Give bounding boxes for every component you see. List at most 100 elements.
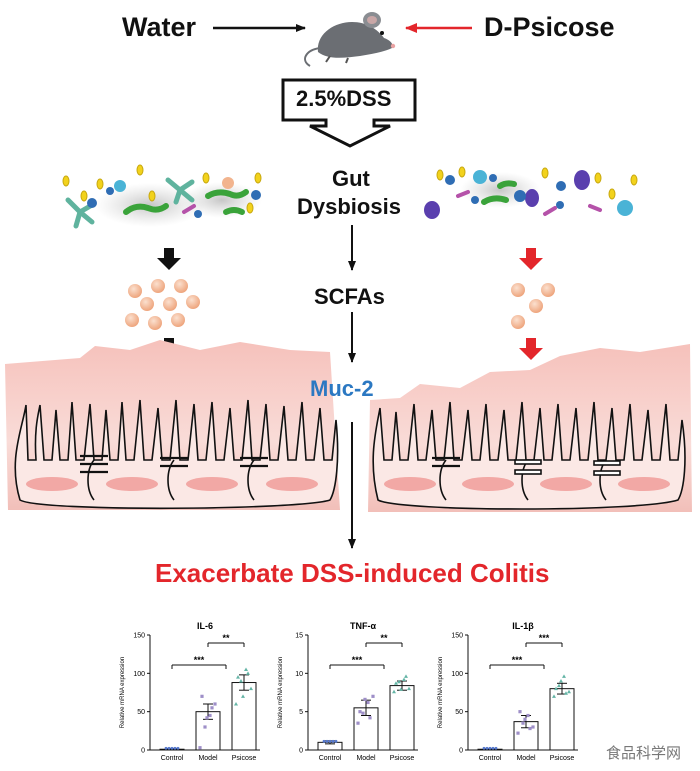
chart-0-psicose-point-4 <box>236 675 240 679</box>
arrow-left-1 <box>157 248 181 270</box>
chart-2-psicose-point-1 <box>557 683 561 688</box>
muc2-label: Muc-2 <box>310 376 374 401</box>
chart-2-psicose-point-4 <box>554 686 558 691</box>
chart-0-model-point-0 <box>198 746 202 750</box>
chart-2-ytick-label-0: 0 <box>459 748 463 755</box>
chart-1-sig-label-1: ** <box>380 633 388 643</box>
arrow-right-2 <box>519 338 543 360</box>
dysbiosis-label: Dysbiosis <box>297 194 401 219</box>
chart-0-model-point-1 <box>203 725 207 729</box>
chart-0-control-point-4 <box>176 746 180 750</box>
water-label: Water <box>122 12 197 42</box>
chart-2-bar-2 <box>549 688 575 751</box>
arrow-right-1 <box>519 248 543 270</box>
chart-0-control-point-2 <box>170 746 174 750</box>
chart-1-control-point-4 <box>334 739 338 743</box>
conclusion-label: Exacerbate DSS-induced Colitis <box>155 558 550 588</box>
chart-0-psicose-point-2 <box>244 667 248 671</box>
chart-2-psicose-point-3 <box>567 689 571 694</box>
chart-0-psicose-point-1 <box>239 679 243 683</box>
chart-0-ytick-label-3: 150 <box>133 633 145 640</box>
chart-0-psicose-point-0 <box>234 702 238 706</box>
chart-2-model-point-5 <box>523 717 527 721</box>
chart-2-model-point-1 <box>521 721 525 725</box>
chart-2-sig-label-1: *** <box>539 633 550 643</box>
intestinal-tissue-right <box>368 344 692 512</box>
chart-0-ytick-label-2: 100 <box>133 671 145 678</box>
chart-2-psicose-point-5 <box>559 679 563 683</box>
chart-2-ytick-label-1: 50 <box>455 709 463 716</box>
chart-1-xtick-label-1: Model <box>356 755 376 762</box>
chart-0-ylabel: Relative mRNA expression <box>120 657 126 728</box>
chart-0-model-point-5 <box>205 716 209 720</box>
chart-1-model-point-0 <box>356 721 360 725</box>
chart-1-ylabel: Relative mRNA expression <box>278 657 284 728</box>
microbiota-right <box>424 166 638 219</box>
chart-0-xtick-label-2: Psicose <box>232 755 257 762</box>
chart-1-model-point-1 <box>361 711 365 715</box>
chart-0-bar-2 <box>231 682 257 751</box>
chart-2-control-point-4 <box>494 746 498 750</box>
chart-2-xtick-label-0: Control <box>479 755 502 762</box>
chart-1-psicose-point-0 <box>392 689 396 694</box>
chart-1-ytick-label-3: 15 <box>295 633 303 640</box>
chart-2-model-point-0 <box>516 731 520 735</box>
microbiota-left <box>62 164 262 229</box>
chart-2-sig-label-0: *** <box>512 655 523 665</box>
chart-2-control-point-3 <box>491 746 495 750</box>
scfa-particles-right <box>511 283 555 329</box>
chart-2-title: IL-1β <box>512 621 534 631</box>
chart-1-sig-label-0: *** <box>352 655 363 665</box>
chart-2-control-point-1 <box>485 746 489 750</box>
chart-0-title: IL-6 <box>197 621 213 631</box>
chart-2-ytick-label-3: 150 <box>451 633 463 640</box>
intestinal-tissue-left <box>5 340 340 510</box>
chart-0-control-point-3 <box>173 746 177 750</box>
chart-0-xtick-label-1: Model <box>198 755 218 762</box>
chart-2-control-point-0 <box>482 746 486 750</box>
chart-1-model-point-5 <box>363 697 367 701</box>
chart-1-model-point-3 <box>371 694 375 698</box>
chart-2-psicose-point-2 <box>562 674 566 678</box>
chart-1-ytick-label-0: 0 <box>299 748 303 755</box>
chart-1-bar-2 <box>389 685 415 751</box>
psicose-label: D-Psicose <box>484 12 615 42</box>
chart-2-ylabel: Relative mRNA expression <box>438 657 444 728</box>
chart-2-ytick-label-2: 100 <box>451 671 463 678</box>
chart-1-model-point-6 <box>368 716 372 720</box>
chart-2-control-point-2 <box>488 746 492 750</box>
chart-1-model-point-2 <box>366 700 370 705</box>
scfa-particles-left <box>125 279 200 330</box>
scfas-label: SCFAs <box>314 284 385 309</box>
chart-1-ytick-label-2: 10 <box>295 671 303 678</box>
chart-1-psicose-point-2 <box>402 677 406 681</box>
watermark-label: 食品科学网 <box>606 745 682 762</box>
chart-1-ytick-label-1: 5 <box>299 709 303 716</box>
chart-2-psicose-point-0 <box>552 694 556 698</box>
chart-0-sig-label-1: ** <box>222 633 230 643</box>
chart-1-psicose-point-4 <box>394 681 398 685</box>
chart-2-model-point-2 <box>526 713 530 718</box>
chart-1-psicose-point-5 <box>399 687 403 691</box>
mouse-icon <box>304 12 396 67</box>
chart-1-control-point-2 <box>328 739 332 743</box>
chart-0-ytick-label-1: 50 <box>137 709 145 716</box>
chart-0-model-point-6 <box>210 706 214 710</box>
chart-0-xtick-label-0: Control <box>161 755 184 762</box>
chart-1-xtick-label-0: Control <box>319 755 342 762</box>
dss-label: 2.5%DSS <box>296 86 392 111</box>
chart-1-model-point-4 <box>358 710 362 714</box>
chart-1-psicose-point-1 <box>397 679 401 684</box>
chart-0-model-point-4 <box>200 694 204 698</box>
chart-0-ytick-label-0: 0 <box>141 748 145 755</box>
chart-2-model-point-4 <box>518 710 522 714</box>
chart-0-psicose-point-6 <box>246 671 250 675</box>
chart-2-xtick-label-2: Psicose <box>550 755 575 762</box>
chart-0-control-point-0 <box>164 746 168 750</box>
